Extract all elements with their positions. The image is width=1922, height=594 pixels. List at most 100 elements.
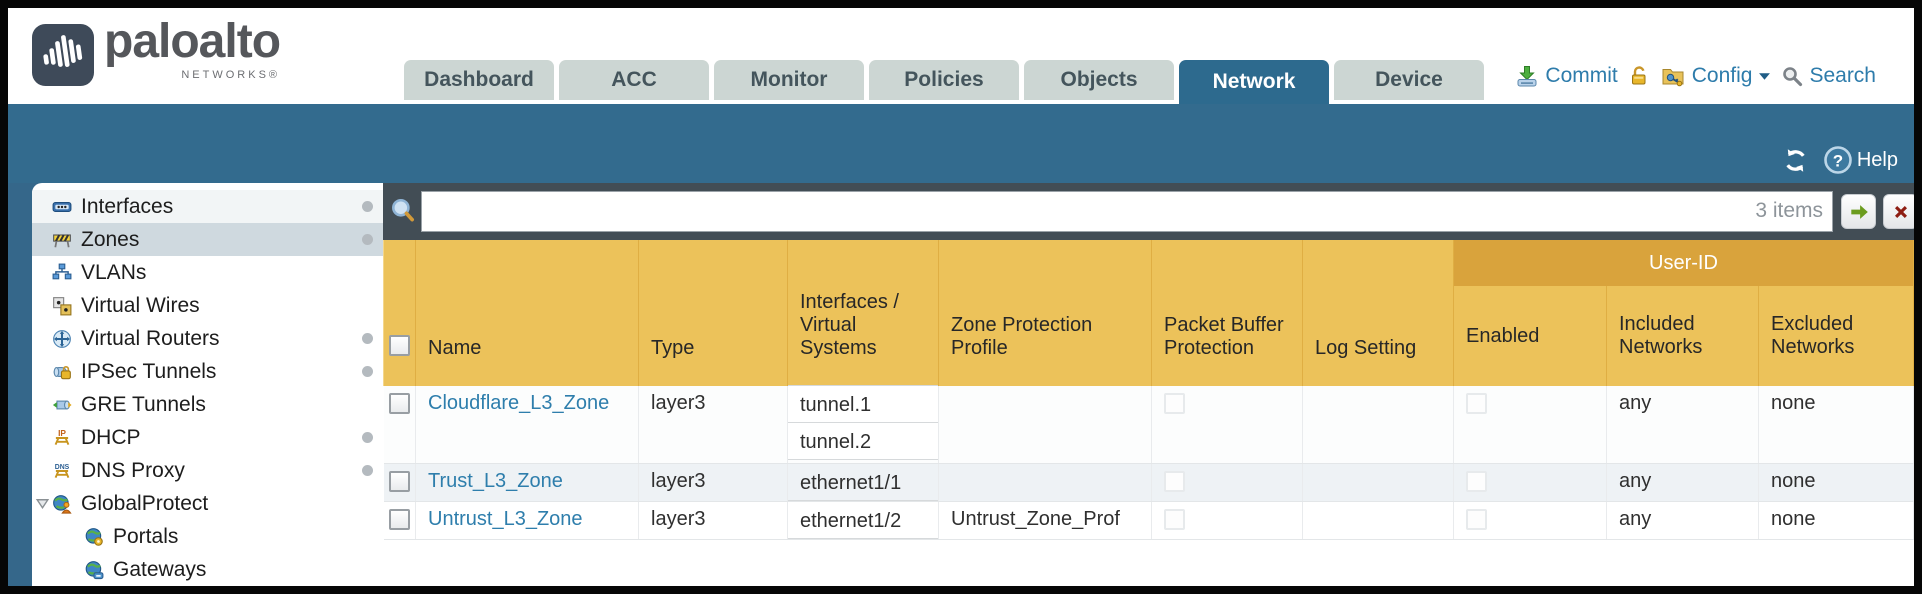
sidebar-item-label: Portals	[113, 524, 179, 548]
help-button[interactable]: ? Help	[1823, 145, 1898, 175]
item-options-dot[interactable]	[362, 432, 373, 443]
zone-name-link[interactable]: Cloudflare_L3_Zone	[428, 392, 610, 414]
col-header-packet-buffer[interactable]: Packet Buffer Protection	[1151, 240, 1303, 386]
sidebar-item-dns-proxy[interactable]: DNS DNS Proxy	[32, 454, 383, 487]
tab-acc[interactable]: ACC	[559, 60, 709, 100]
svg-text:?: ?	[1833, 152, 1843, 171]
col-header-enabled[interactable]: Enabled	[1453, 286, 1607, 386]
log-setting	[1302, 463, 1454, 502]
globalprotect-icon	[53, 494, 72, 514]
row-checkbox[interactable]	[388, 508, 410, 530]
packet-buffer-checkbox[interactable]	[1164, 508, 1185, 530]
unlock-icon[interactable]	[1628, 65, 1650, 87]
item-options-dot[interactable]	[362, 201, 373, 212]
table-row: Untrust_L3_Zone layer3 ethernet1/2 Untru…	[383, 500, 1914, 540]
col-header-type[interactable]: Type	[638, 240, 788, 386]
filter-input[interactable]	[421, 191, 1833, 232]
col-header-name[interactable]: Name	[415, 240, 639, 386]
virtual-wires-icon	[53, 296, 72, 315]
tab-device[interactable]: Device	[1334, 60, 1484, 100]
sidebar-item-zones[interactable]: Zones	[32, 223, 383, 256]
packet-buffer-checkbox[interactable]	[1164, 393, 1185, 414]
refresh-icon[interactable]	[1782, 147, 1809, 174]
tab-policies[interactable]: Policies	[869, 60, 1019, 100]
commit-button[interactable]: Commit	[1515, 64, 1618, 88]
sidebar-item-dhcp[interactable]: IP DHCP	[32, 421, 383, 454]
top-header: paloalto NETWORKS® Dashboard ACC Monitor…	[8, 8, 1914, 104]
sidebar-item-label: GRE Tunnels	[81, 392, 206, 416]
gre-tunnels-icon	[52, 400, 72, 409]
col-header-log-setting[interactable]: Log Setting	[1302, 240, 1454, 386]
dhcp-icon: IP	[54, 428, 70, 445]
sidebar-item-label: DHCP	[81, 425, 141, 449]
zone-name-link[interactable]: Trust_L3_Zone	[428, 469, 563, 492]
sidebar-item-globalprotect[interactable]: GlobalProtect	[32, 487, 383, 520]
config-menu[interactable]: Config	[1660, 64, 1772, 88]
packet-buffer-checkbox[interactable]	[1164, 470, 1185, 492]
sidebar-item-gre-tunnels[interactable]: GRE Tunnels	[32, 388, 383, 421]
brand-name: paloalto	[104, 15, 281, 68]
sidebar-item-virtual-routers[interactable]: Virtual Routers	[32, 322, 383, 355]
row-checkbox[interactable]	[388, 393, 410, 414]
chevron-down-icon	[1759, 72, 1771, 80]
sidebar-item-portals[interactable]: Portals	[32, 520, 383, 553]
zone-type: layer3	[638, 386, 788, 464]
svg-text:DNS: DNS	[55, 463, 70, 470]
commit-label: Commit	[1545, 64, 1618, 87]
sidebar-item-virtual-wires[interactable]: Virtual Wires	[32, 289, 383, 322]
teal-band: ? Help	[8, 104, 1914, 183]
col-header-included-networks[interactable]: Included Networks	[1606, 286, 1759, 386]
col-header-interfaces[interactable]: Interfaces / Virtual Systems	[787, 240, 939, 386]
item-options-dot[interactable]	[362, 234, 373, 245]
clear-filter-button[interactable]	[1883, 194, 1914, 229]
sidebar-item-label: Virtual Routers	[81, 326, 220, 350]
select-all-checkbox[interactable]	[389, 335, 410, 356]
panos-app: paloalto NETWORKS® Dashboard ACC Monitor…	[8, 8, 1914, 586]
help-label: Help	[1856, 148, 1898, 171]
tab-dashboard[interactable]: Dashboard	[404, 60, 554, 100]
log-setting	[1302, 501, 1454, 540]
user-id-enabled-checkbox[interactable]	[1466, 470, 1487, 492]
interface-value: tunnel.1	[787, 385, 939, 423]
user-id-enabled-checkbox[interactable]	[1466, 393, 1487, 414]
interface-value: ethernet1/1	[787, 462, 939, 501]
sidebar-item-label: Interfaces	[81, 194, 174, 218]
paloalto-logo: paloalto NETWORKS®	[32, 15, 281, 86]
sidebar-item-vlans[interactable]: VLANs	[32, 256, 383, 289]
paloalto-logo-icon	[32, 24, 94, 86]
sidebar-item-ipsec-tunnels[interactable]: IPSec Tunnels	[32, 355, 383, 388]
user-id-enabled-checkbox[interactable]	[1466, 508, 1487, 530]
excluded-networks: none	[1758, 501, 1914, 540]
green-arrow-icon	[1850, 204, 1868, 219]
sidebar-item-label: DNS Proxy	[81, 458, 185, 482]
excluded-networks: none	[1758, 463, 1914, 502]
tab-network[interactable]: Network	[1179, 60, 1329, 104]
commit-icon	[1517, 66, 1537, 87]
item-options-dot[interactable]	[362, 465, 373, 476]
col-header-excluded-networks[interactable]: Excluded Networks	[1758, 286, 1914, 386]
excluded-networks: none	[1758, 386, 1914, 464]
brand-sub: NETWORKS®	[181, 69, 281, 81]
row-checkbox[interactable]	[388, 470, 410, 492]
sidebar-item-label: IPSec Tunnels	[81, 359, 217, 383]
dns-proxy-icon: DNS	[54, 463, 70, 478]
interface-value: ethernet1/2	[787, 500, 939, 539]
zone-protection-profile	[938, 386, 1152, 464]
included-networks: any	[1606, 501, 1759, 540]
filter-search-icon[interactable]	[389, 197, 417, 225]
sidebar-item-interfaces[interactable]: Interfaces	[32, 190, 383, 223]
col-header-zone-protection[interactable]: Zone Protection Profile	[938, 240, 1152, 386]
sidebar-item-gateways[interactable]: Gateways	[32, 553, 383, 586]
collapse-triangle-icon[interactable]	[35, 496, 50, 511]
apply-filter-button[interactable]	[1841, 194, 1876, 229]
tab-objects[interactable]: Objects	[1024, 60, 1174, 100]
item-options-dot[interactable]	[362, 333, 373, 344]
item-options-dot[interactable]	[362, 366, 373, 377]
global-search[interactable]: Search	[1781, 64, 1876, 88]
config-icon	[1662, 69, 1684, 87]
zone-name-link[interactable]: Untrust_L3_Zone	[428, 507, 583, 530]
main-tabs: Dashboard ACC Monitor Policies Objects N…	[404, 60, 1484, 104]
included-networks: any	[1606, 386, 1759, 464]
tab-monitor[interactable]: Monitor	[714, 60, 864, 100]
